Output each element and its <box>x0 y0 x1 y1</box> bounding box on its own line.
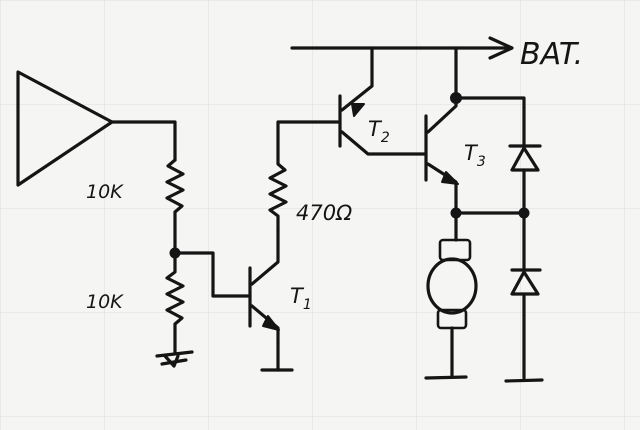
transistor-t1 <box>248 228 294 372</box>
label-battery: BAT. <box>520 37 583 72</box>
label-t1: T1 <box>290 284 312 313</box>
t1-emitter-arrow <box>262 315 280 331</box>
diode-lower <box>454 211 544 383</box>
resistor-470 <box>268 120 340 232</box>
resistor-10k-bottom <box>165 251 185 354</box>
label-470-ohm: 470Ω <box>296 201 352 225</box>
label-t2: T2 <box>368 117 390 146</box>
ground-divider <box>155 350 194 368</box>
label-t3: T3 <box>464 141 486 170</box>
wire-divider-to-t1-base <box>173 251 250 298</box>
label-10k-bottom: 10K <box>86 291 124 313</box>
resistor-10k-top <box>165 158 185 254</box>
label-10k-top: 10K <box>86 181 124 203</box>
transistor-t2 <box>338 46 426 156</box>
battery-rail <box>290 36 514 60</box>
diode-upper <box>454 96 542 215</box>
amplifier-triangle <box>16 70 177 187</box>
t3-emitter-arrow <box>441 171 459 185</box>
t2-emitter-arrow <box>351 103 365 117</box>
motor <box>424 211 478 380</box>
transistor-t3 <box>424 46 459 216</box>
